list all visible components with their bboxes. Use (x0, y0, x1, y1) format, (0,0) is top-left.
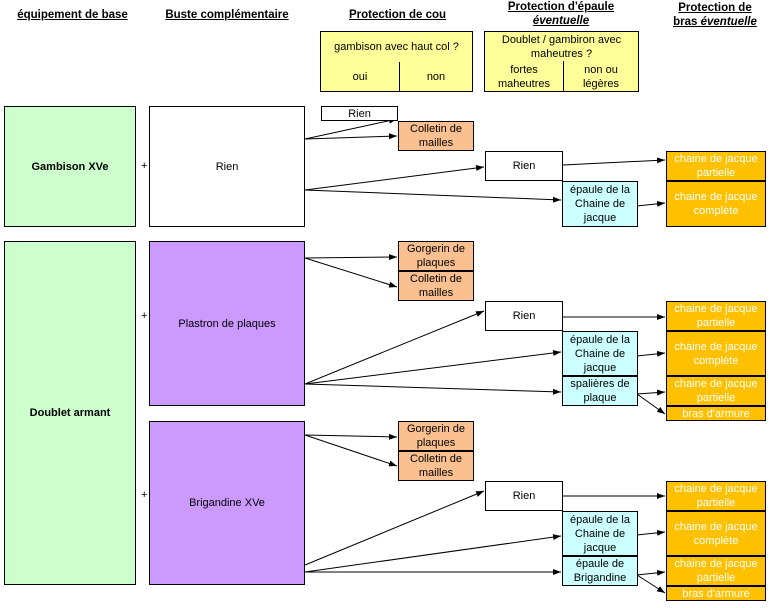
arrow (636, 350, 666, 357)
shoulder-rien: Rien (485, 151, 563, 181)
arrow (636, 569, 666, 576)
arrow (636, 389, 666, 396)
shoulder-rien: Rien (485, 301, 563, 331)
plus-sign: + (141, 160, 148, 172)
bust-brigandine: Brigandine XVe (149, 421, 305, 585)
plus-sign: + (141, 310, 148, 322)
arrow (304, 383, 562, 395)
arm-bras-armure: bras d'armure (666, 586, 766, 601)
shoulder-rien: Rien (485, 481, 563, 511)
arrow (304, 350, 562, 385)
bust-rien: Rien (149, 106, 305, 227)
neck-question-box: gambison avec haut col ? oui non (320, 31, 473, 92)
arrow (636, 393, 666, 415)
arrow (304, 133, 398, 140)
neck-answer-yes: oui (352, 71, 368, 83)
arm-bras-armure: bras d'armure (666, 406, 766, 421)
bust-plastron: Plastron de plaques (149, 241, 305, 406)
arrow (304, 254, 398, 261)
divider (563, 61, 564, 92)
arrow (304, 310, 485, 385)
arrow (304, 117, 398, 140)
neck-rien: Rien (321, 106, 398, 121)
header-base-equipment: équipement de base (17, 9, 128, 21)
arrow (304, 534, 562, 573)
arrow (304, 490, 485, 566)
arrow (562, 157, 666, 166)
arrow (636, 200, 666, 207)
divider (399, 62, 400, 92)
base-doublet-armant: Doublet armant (4, 241, 136, 585)
header-bust: Buste complémentaire (165, 9, 289, 21)
arrow (304, 257, 398, 288)
neck-question: gambison avec haut col ? (334, 41, 459, 53)
arrow (304, 434, 398, 467)
arrow (304, 189, 562, 203)
plus-sign: + (141, 489, 148, 501)
arrow (304, 165, 485, 191)
arrow (636, 529, 666, 536)
base-gambison: Gambison XVe (4, 106, 136, 227)
arrow (636, 574, 666, 594)
neck-answer-no: non (426, 71, 446, 83)
arrow (304, 433, 398, 440)
header-neck: Protection de cou (348, 9, 447, 21)
